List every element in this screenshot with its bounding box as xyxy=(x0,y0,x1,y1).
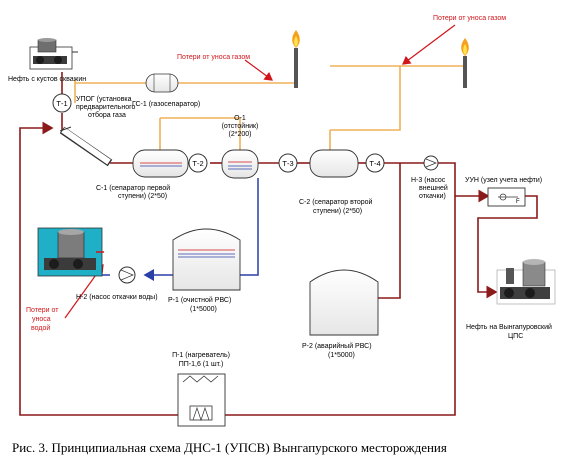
c1-label-1: С-1 (сепаратор первой xyxy=(96,184,170,192)
oil-wells-icon xyxy=(29,38,78,70)
t4-label: Т-4 xyxy=(369,159,380,168)
n3-label-2: внешней xyxy=(419,184,448,192)
water-loss-label-1: Потери от xyxy=(26,307,59,314)
oil-metering-unit-uun: F xyxy=(487,187,526,207)
gas-loss-label-1: Потери от уноса газом xyxy=(177,54,250,61)
n3-label-3: откачки) xyxy=(419,193,446,200)
c1-label-2: ступени) (2*50) xyxy=(118,193,167,200)
heater-p1 xyxy=(177,373,226,427)
output-label-2: ЦПС xyxy=(508,333,523,340)
oil-pipelines xyxy=(19,72,538,416)
flare-2-icon xyxy=(461,38,469,88)
t3-label: Т-3 xyxy=(282,159,293,168)
r1-label-1: Р-1 (очистной РВС) xyxy=(168,296,231,304)
o1-label-1: О-1 xyxy=(234,115,246,122)
p1-label-2: ПП-1,6 (1 шт.) xyxy=(179,361,224,368)
c2-label-2: ступени) (2*50) xyxy=(313,208,362,215)
n3-label-1: Н-3 (насос xyxy=(411,177,446,184)
upog-label-3: отбора газа xyxy=(88,111,126,119)
heat-exchanger-t4: Т-4 xyxy=(365,153,385,173)
tank-r1 xyxy=(172,228,241,291)
separator-c2 xyxy=(309,149,359,178)
pump-n3-icon xyxy=(423,155,439,171)
r1-label-2: (1*5000) xyxy=(190,306,217,313)
r2-label-1: Р-2 (аварийный РВС) xyxy=(302,342,372,350)
gs1-label: ГС-1 (газосепаратор) xyxy=(132,101,200,108)
heat-exchanger-t3: Т-3 xyxy=(278,153,298,173)
c2-label-1: С-2 (сепаратор второй xyxy=(299,198,372,206)
water-pump-station-icon xyxy=(37,227,104,277)
t1-label: Т-1 xyxy=(56,99,67,108)
o1-label-3: (2*200) xyxy=(229,131,252,138)
upog-unit xyxy=(59,126,113,167)
uun-label: УУН (узел учета нефти) xyxy=(465,177,542,184)
t2-label: Т-2 xyxy=(192,159,203,168)
heat-exchanger-t2: Т-2 xyxy=(188,153,208,173)
settler-o1 xyxy=(221,149,259,179)
tank-r2 xyxy=(309,269,379,336)
upog-label-2: предварительного xyxy=(76,104,136,111)
n2-label: Н-2 (насос откачки воды) xyxy=(76,294,158,301)
output-label-1: Нефть на Вынгапуровский xyxy=(466,323,552,331)
flare-1-icon xyxy=(292,30,300,88)
heat-exchanger-t1: Т-1 xyxy=(52,93,72,113)
p1-label-1: П-1 (нагреватель) xyxy=(172,352,230,359)
o1-label-2: (отстойник) xyxy=(222,122,259,130)
cps-station-icon xyxy=(496,259,556,305)
oil-wells-label: Нефть с кустов скважин xyxy=(8,76,86,83)
svg-text:F: F xyxy=(516,199,520,205)
upog-label-1: УПОГ (установка xyxy=(76,96,132,103)
figure-caption: Рис. 3. Принципиальная схема ДНС-1 (УПСВ… xyxy=(12,440,447,455)
r2-label-2: (1*5000) xyxy=(328,352,355,359)
water-loss-label-2: уноса xyxy=(32,316,51,323)
water-loss-label-3: водой xyxy=(31,324,50,332)
separator-c1 xyxy=(132,149,189,178)
gas-separator-gs1 xyxy=(145,73,179,93)
gas-loss-label-2: Потери от уноса газом xyxy=(433,15,506,22)
pump-n2-icon xyxy=(118,266,136,284)
